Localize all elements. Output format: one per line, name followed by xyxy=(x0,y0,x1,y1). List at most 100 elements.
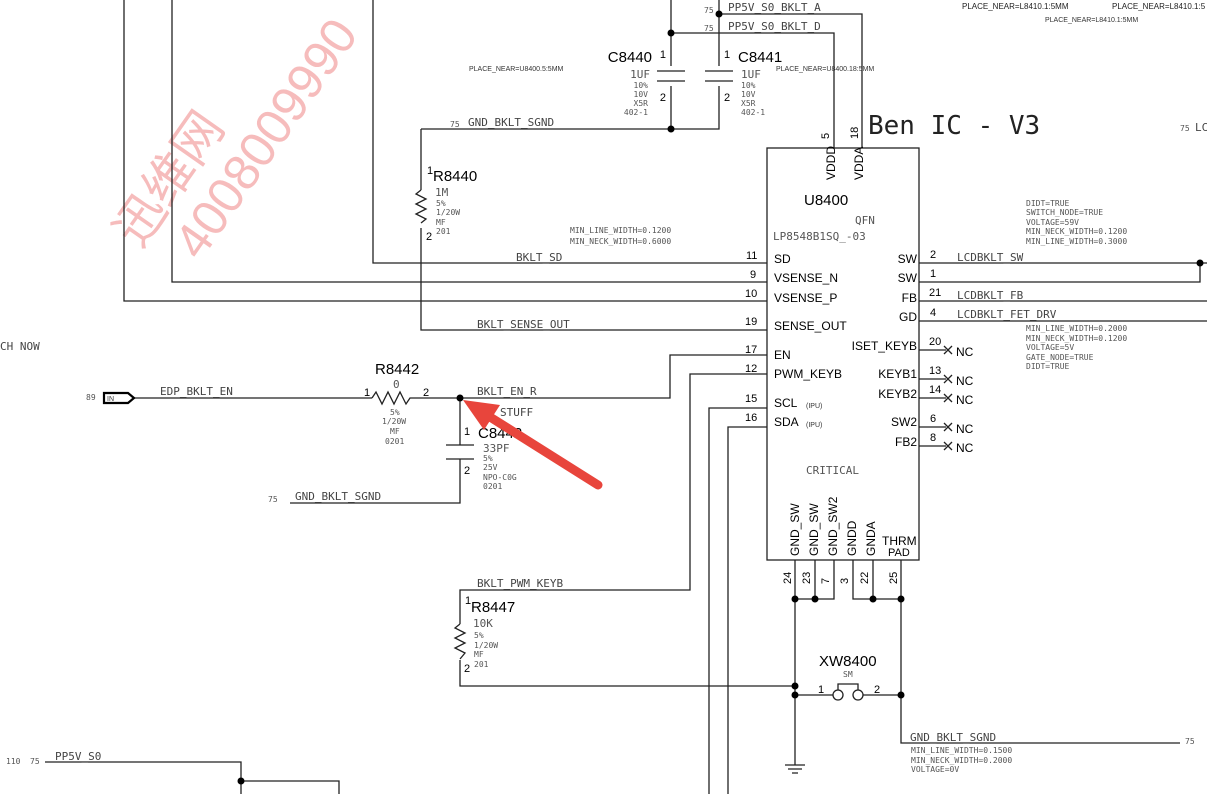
parts-c8441-specs-2: X5R xyxy=(741,99,756,108)
notes-place_c8441: PLACE_NEAR=U8400.18:5MM xyxy=(776,66,874,73)
parts-r8447-ref: R8447 xyxy=(471,599,515,616)
chip-right_pins-3-num: 4 xyxy=(930,307,936,319)
parts-c8441-ref: C8441 xyxy=(738,49,782,66)
nets-page75: 75 xyxy=(30,757,40,766)
pin_nums-two: 2 xyxy=(464,465,470,477)
pin_nums-two: 2 xyxy=(660,92,666,104)
chip-top_pins-1-name: VDDA xyxy=(852,147,866,180)
chip-right_pins-1-name: SW xyxy=(898,271,918,285)
chip-bottom_pins-4-name: GNDA xyxy=(864,521,878,556)
parts-r8447-specs-1: 1/20W xyxy=(474,641,498,650)
nets-gnd_sgnd: GND_BKLT_SGND xyxy=(910,731,996,744)
notes-gd-4: DIDT=TRUE xyxy=(1026,362,1070,371)
parts-c8442-specs-2: NPO-C0G xyxy=(483,473,517,482)
parts-c8440-specs-0: 10% xyxy=(634,81,649,90)
parts-r8442-specs-0: 5% xyxy=(390,408,400,417)
nets-lc_cut: LC xyxy=(1195,121,1207,134)
chip-left_pins-4-num: 17 xyxy=(745,344,757,356)
nets-gnd_sgnd: GND_BKLT_SGND xyxy=(295,490,381,503)
pin_nums-one: 1 xyxy=(364,387,370,399)
watermark: 迅维网 4008009990 xyxy=(103,8,368,268)
parts-r8440-specs-2: MF xyxy=(436,218,446,227)
chip-left_pins-7-num: 16 xyxy=(745,412,757,424)
chip-right_pins-4-num: 20 xyxy=(929,336,941,348)
chip-left_pins-6-name: SCL xyxy=(774,396,798,410)
notes-gnd-1: MIN_NECK_WIDTH=0.2000 xyxy=(911,756,1012,765)
pin_nums-two: 2 xyxy=(423,387,429,399)
chip-bottom_pins-1-num: 23 xyxy=(801,572,813,584)
nets-page75: 75 xyxy=(704,24,714,33)
parts-r8447-specs-2: MF xyxy=(474,650,484,659)
parts-r8442-value: 0 xyxy=(393,378,400,391)
parts-c8440-specs-2: X5R xyxy=(634,99,649,108)
chip-right_pins-6-name: KEYB2 xyxy=(878,387,917,401)
chip-bottom_pins-2-num: 7 xyxy=(820,578,832,584)
pin_nums-one: 1 xyxy=(427,165,433,177)
notes-sw-0: DIDT=TRUE xyxy=(1026,199,1070,208)
net-labels: 75 PP5V_S0_BKLT_A 75 PP5V_S0_BKLT_D 75 G… xyxy=(0,1,1207,766)
parts-r8447-specs-3: 201 xyxy=(474,660,489,669)
jumper-xw8400: XW8400 SM 1 2 xyxy=(818,653,880,696)
nets-gnd_sgnd: GND_BKLT_SGND xyxy=(468,116,554,129)
parts-r8440-specs-0: 5% xyxy=(436,199,446,208)
parts-c8440-specs-3: 402-1 xyxy=(624,108,648,117)
capacitor-c8441: C8441 1UF 10% 10V X5R 402-1 1 2 xyxy=(724,49,782,117)
nets-ch_now: CH NOW xyxy=(0,340,40,353)
right-pin-numbers: 2 1 21 4 20 13 14 6 8 NC NC NC NC NC xyxy=(929,249,974,455)
bottom-pins: GND_SW GND_SW GND_SW2 GNDD GNDA THRM PAD… xyxy=(782,496,917,584)
chip-bottom_pins-4-num: 22 xyxy=(859,572,871,584)
chip-right_pins-1-num: 1 xyxy=(930,268,936,280)
chip-ref: U8400 xyxy=(804,192,848,209)
parts-c8441-specs-1: 10V xyxy=(741,90,756,99)
chip-right_pins-6-num: 14 xyxy=(929,384,941,396)
chip-left_pins-1-num: 9 xyxy=(750,269,756,281)
chip-nc: NC xyxy=(956,393,974,407)
notes-sw-2: VOLTAGE=59V xyxy=(1026,218,1079,227)
nets-page75: 75 xyxy=(450,120,460,129)
chip-u8400 xyxy=(766,147,920,561)
notes-place_top3: PLACE_NEAR=L8410.1:5MM xyxy=(1045,17,1138,24)
nets-page75: 75 xyxy=(268,495,278,504)
xw8400-pad-1 xyxy=(832,689,844,701)
chip-left_pins-0-num: 11 xyxy=(746,250,757,262)
nets-bklt_sd: BKLT_SD xyxy=(516,251,562,264)
notes-sense-1: MIN_NECK_WIDTH=0.6000 xyxy=(570,237,671,246)
chip-bottom_pins-5-sub: PAD xyxy=(888,547,910,559)
nets-pp5v_s0: PP5V_S0 xyxy=(55,750,101,763)
chip-top_pins-0-num: 5 xyxy=(820,133,832,139)
chip-bottom_pins-3-num: 3 xyxy=(839,578,851,584)
parts-c8441-specs-0: 10% xyxy=(741,81,756,90)
chip-right_pins-7-num: 6 xyxy=(930,413,936,425)
parts-r8440-specs-1: 1/20W xyxy=(436,208,460,217)
chip-left_pins-7-note: (IPU) xyxy=(806,422,822,429)
pin_nums-two: 2 xyxy=(426,231,432,243)
chip-bottom_pins-2-name: GND_SW2 xyxy=(826,496,840,556)
nets-page75: 75 xyxy=(1185,737,1195,746)
junction-dots xyxy=(237,10,1204,785)
chip-package: QFN xyxy=(855,214,875,227)
chip-left_pins-6-note: (IPU) xyxy=(806,403,822,410)
chip-right_pins-7-name: SW2 xyxy=(891,415,917,429)
nets-pp5v_d: PP5V_S0_BKLT_D xyxy=(728,20,821,33)
parts-r8442-ref: R8442 xyxy=(375,361,419,378)
chip-left_pins-5-name: PWM_KEYB xyxy=(774,367,842,381)
chip-nc: NC xyxy=(956,422,974,436)
chip-right_pins-0-name: SW xyxy=(898,252,918,266)
nets-en_r: BKLT_EN_R xyxy=(477,385,537,398)
notes-sw-1: SWITCH_NODE=TRUE xyxy=(1026,208,1103,217)
nets-edp_en: EDP_BKLT_EN xyxy=(160,385,233,398)
input-port-flag xyxy=(102,391,136,405)
resistor-r8440: R8440 1 1M 5% 1/20W MF 201 2 xyxy=(426,165,477,243)
notes-gd-2: VOLTAGE=5V xyxy=(1026,343,1074,352)
parts-r8440-specs-3: 201 xyxy=(436,227,451,236)
notes-gd-3: GATE_NODE=TRUE xyxy=(1026,353,1094,362)
chip-left_pins-2-num: 10 xyxy=(745,288,757,300)
chip-bottom_pins-0-name: GND_SW xyxy=(788,503,802,556)
chip-left_pins-4-name: EN xyxy=(774,348,791,362)
notes-gnd-0: MIN_LINE_WIDTH=0.1500 xyxy=(911,746,1012,755)
parts-c8440-specs-1: 10V xyxy=(634,90,649,99)
net-property-notes: PLACE_NEAR=U8400.5:5MM PLACE_NEAR=U8400.… xyxy=(469,2,1206,774)
pin_nums-two: 2 xyxy=(874,684,880,696)
chip-part: LP8548B1SQ_-03 xyxy=(773,230,866,243)
pin_nums-one: 1 xyxy=(818,684,824,696)
